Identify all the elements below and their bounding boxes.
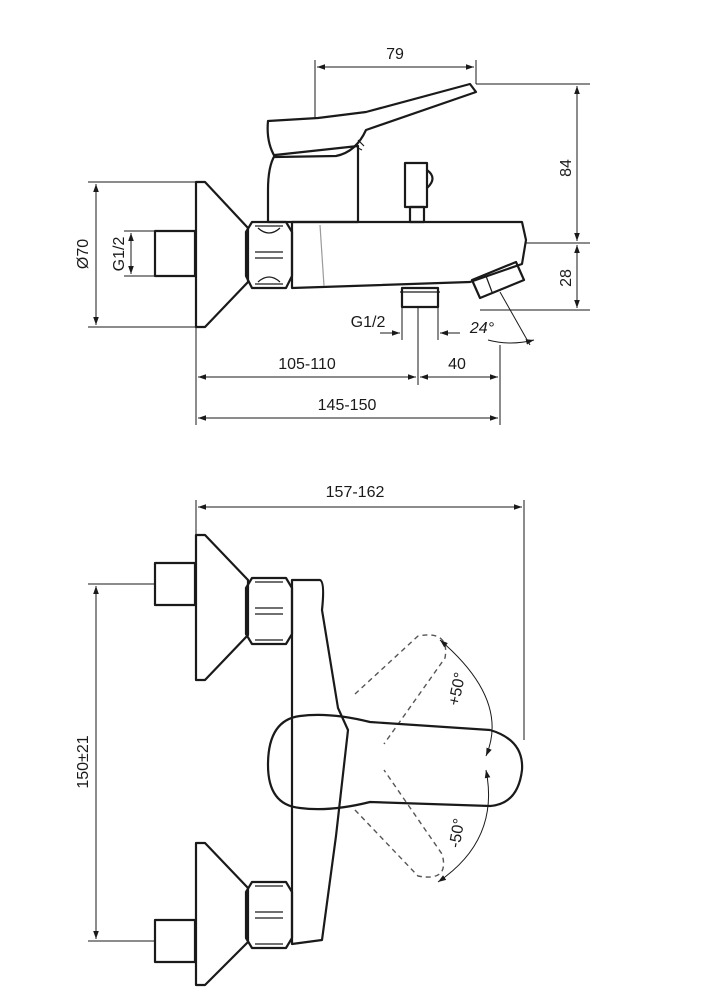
- mixer-body: [290, 220, 528, 290]
- dim-centers-150: 150±21: [75, 735, 92, 788]
- spout-aerator: [485, 275, 493, 293]
- dim-diameter-70: Ø70: [75, 239, 92, 269]
- upper-hex-nut: [244, 576, 294, 646]
- escutcheon-plate: [194, 180, 250, 329]
- dim-length-105-110: 105-110: [278, 356, 336, 373]
- bottom-outlet: [400, 286, 440, 309]
- lever-pivot: [357, 139, 365, 151]
- top-dimensions: 157-162 150±21 +50° -50°: [75, 484, 525, 942]
- upper-escutcheon: [194, 533, 250, 682]
- lever-plus-50-outline: [354, 634, 447, 745]
- dim-length-40: 40: [448, 356, 466, 373]
- lower-wall-connector: [153, 918, 197, 964]
- cartridge-housing: [266, 144, 360, 224]
- mixer-body-top: [290, 578, 350, 946]
- dim-28: 28: [558, 269, 575, 287]
- side-view: [153, 82, 528, 329]
- dim-79: 79: [386, 46, 404, 63]
- dim-angle-24: 24°: [469, 320, 495, 337]
- dim-length-145-150: 145-150: [318, 397, 377, 414]
- lower-escutcheon: [194, 841, 250, 987]
- spout-outlet: [470, 260, 526, 300]
- body-highlight: [319, 224, 325, 287]
- dim-84: 84: [558, 159, 575, 177]
- dim-rotation-plus-50: +50°: [446, 671, 470, 707]
- lever-handle: [266, 82, 478, 159]
- diverter-knob: [403, 161, 434, 224]
- dim-rotation-minus-50: -50°: [447, 817, 469, 849]
- lever-handle-top: [266, 713, 524, 811]
- dim-thread-outlet: G1/2: [351, 314, 386, 331]
- dim-thread-wall: G1/2: [111, 237, 128, 272]
- lever-minus-50-outline: [354, 769, 445, 878]
- wall-connector: [153, 229, 197, 278]
- upper-wall-connector: [153, 561, 197, 607]
- top-view: [153, 533, 524, 987]
- hex-nut: [244, 220, 294, 290]
- lower-hex-nut: [244, 880, 294, 950]
- dim-length-157-162: 157-162: [326, 484, 385, 501]
- side-dimensions: 79 84 28 Ø70 G1/2 G1/2 24° 105-110 40 14…: [75, 46, 590, 425]
